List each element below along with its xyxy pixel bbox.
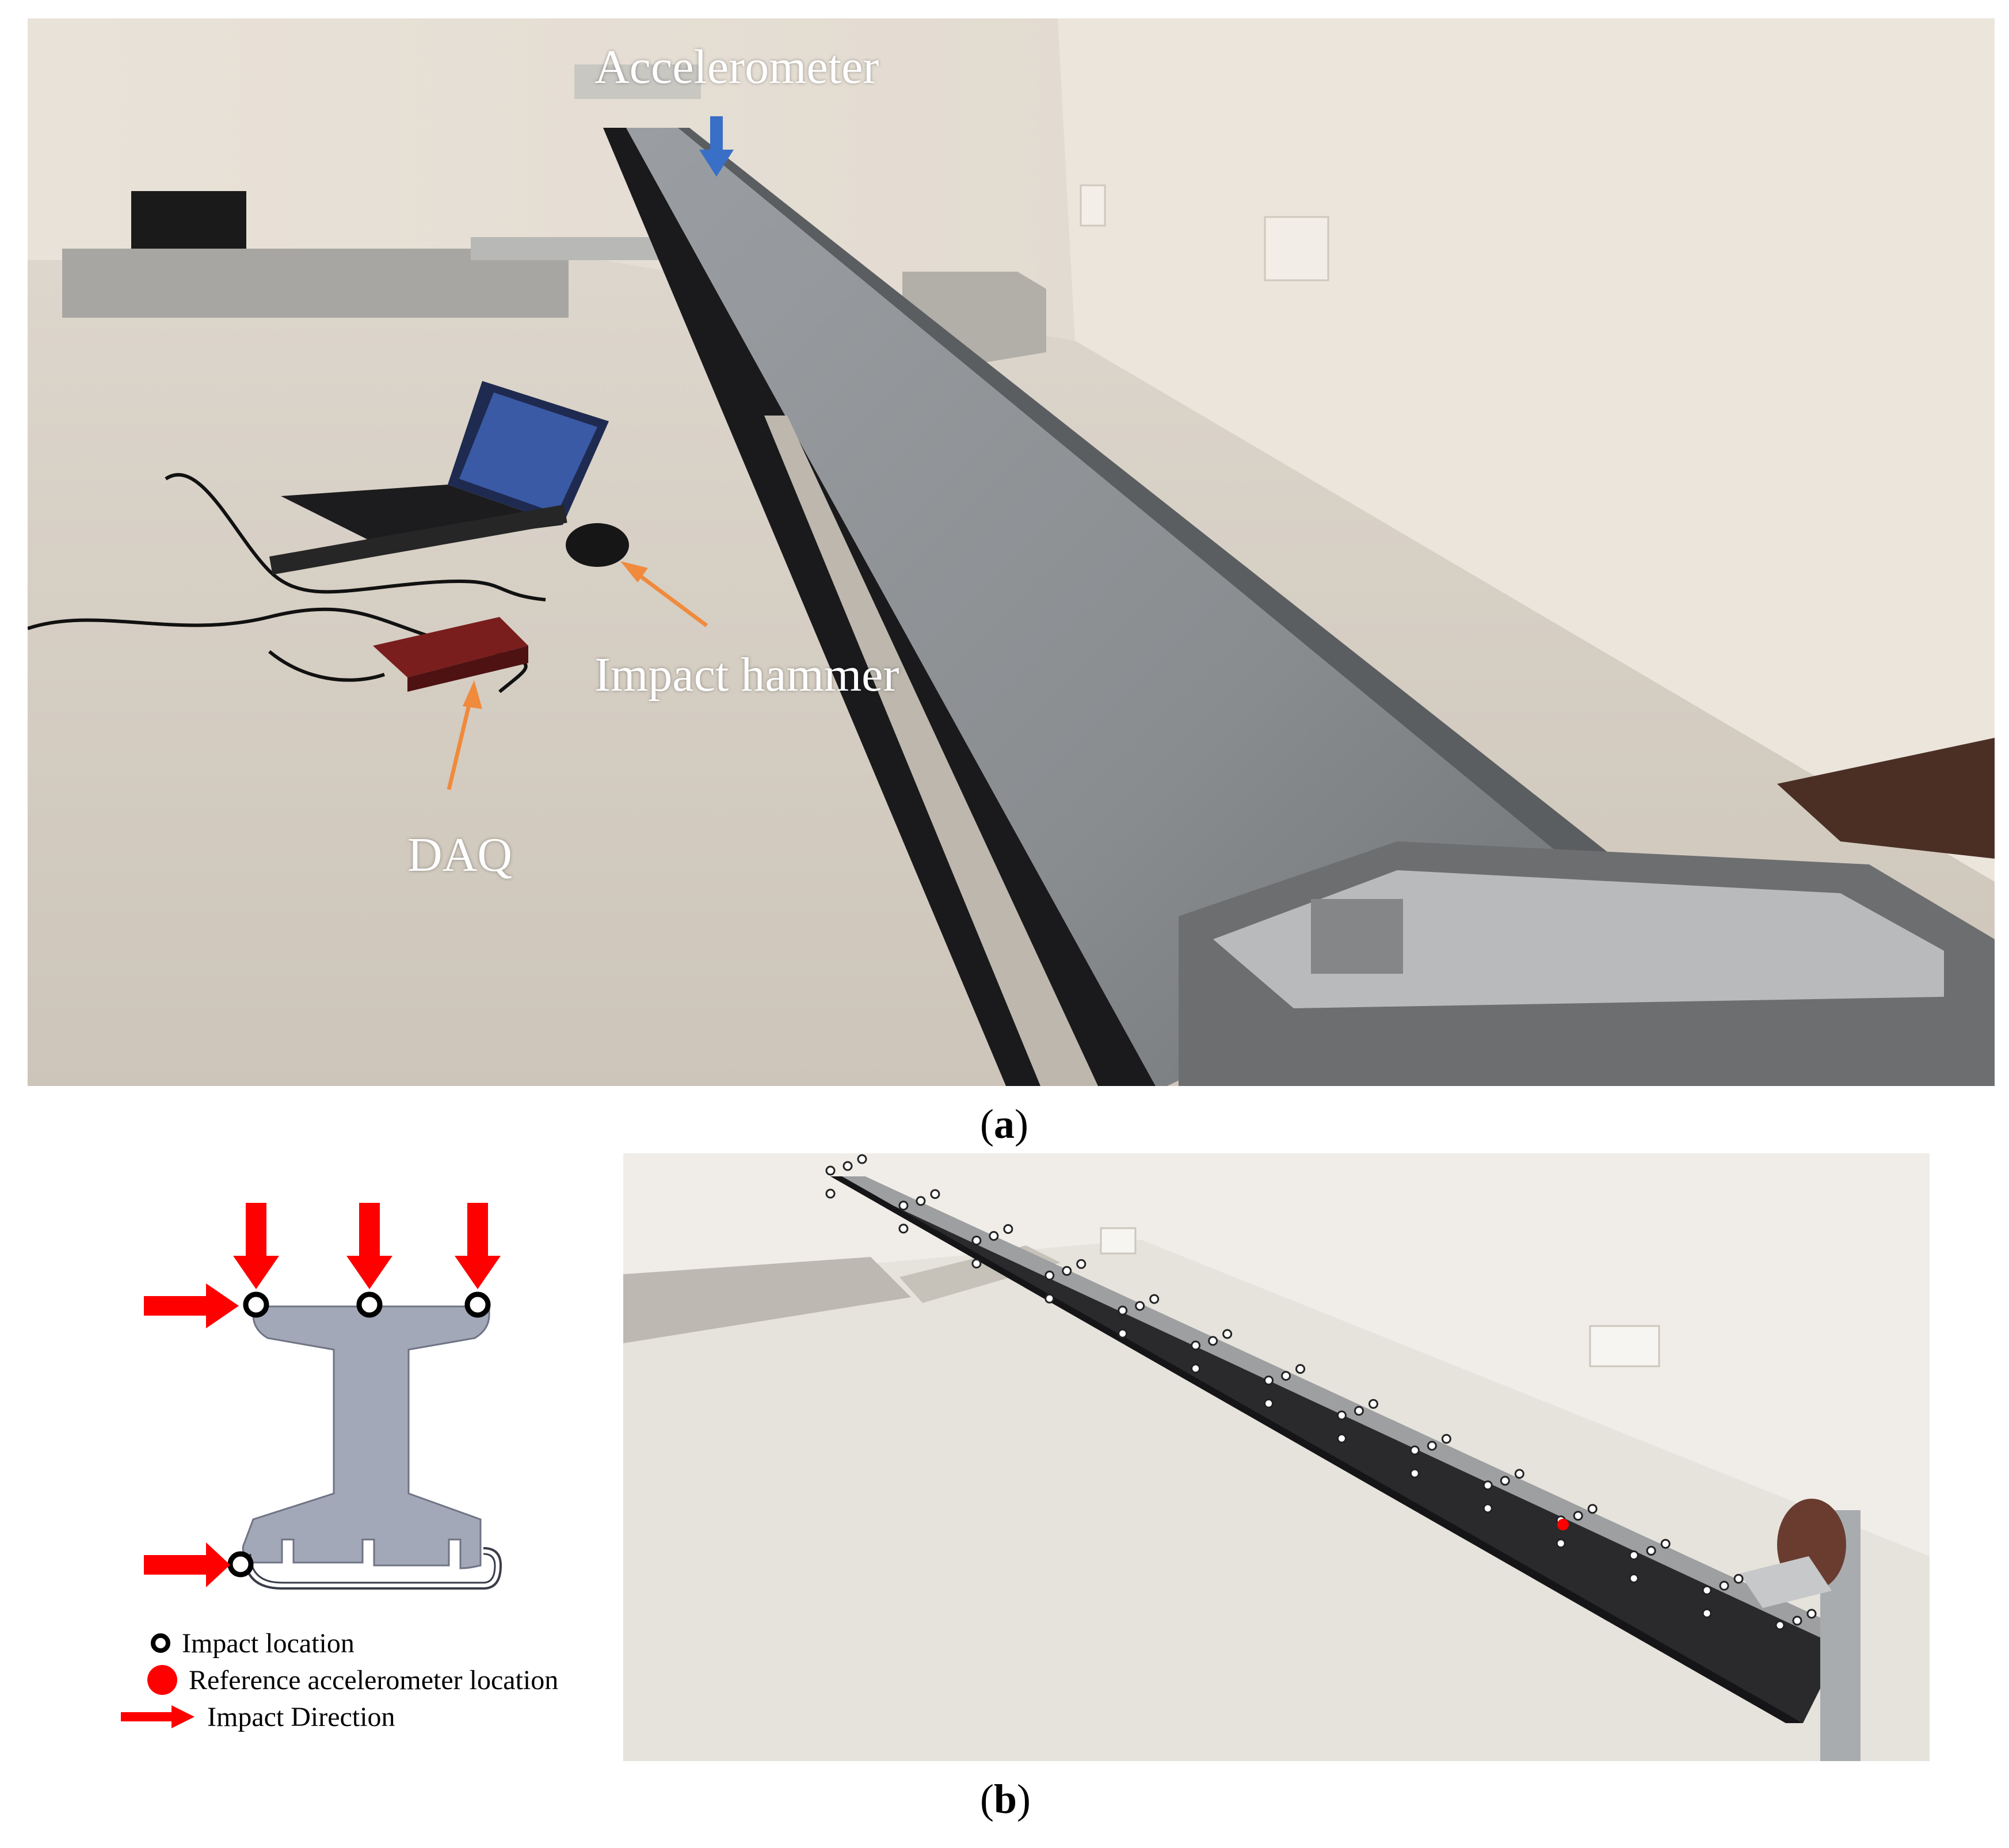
measurement-point	[1044, 1270, 1055, 1281]
measurement-point	[1044, 1293, 1055, 1304]
caption-a-letter: a	[993, 1101, 1015, 1147]
rail-profile-diagram	[115, 1186, 552, 1600]
measurement-point	[1775, 1620, 1785, 1630]
measurement-point	[1062, 1266, 1072, 1276]
measurement-point	[1733, 1573, 1744, 1584]
impact-location-marker	[227, 1551, 254, 1578]
measurement-point	[1264, 1375, 1274, 1386]
measurement-point	[1702, 1585, 1712, 1595]
measurement-point	[898, 1201, 909, 1211]
impact-hammer-label: Impact hammer	[594, 648, 899, 702]
measurement-point	[1135, 1301, 1145, 1311]
measurement-point	[1629, 1573, 1639, 1583]
measurement-point	[989, 1231, 999, 1241]
measurement-point	[1336, 1410, 1347, 1420]
impact-location-marker	[464, 1291, 491, 1318]
reference-dot-icon	[147, 1665, 177, 1695]
measurement-point	[1191, 1340, 1201, 1351]
measurement-point	[857, 1154, 867, 1164]
measurement-point	[1281, 1371, 1291, 1381]
impact-direction-arrows	[144, 1203, 501, 1587]
legend-label: Impact location	[182, 1628, 354, 1659]
measurement-point	[1368, 1399, 1378, 1409]
measurement-point	[1409, 1468, 1420, 1479]
measurement-point	[930, 1189, 940, 1199]
impact-hammer-arrow	[620, 561, 708, 627]
accelerometer-label: Accelerometer	[594, 40, 879, 94]
measurement-point	[1118, 1305, 1128, 1316]
daq-label: DAQ	[407, 828, 512, 882]
measurement-point	[1482, 1480, 1493, 1491]
measurement-point	[1806, 1609, 1817, 1619]
measurement-point	[971, 1236, 982, 1246]
measurement-point	[1076, 1259, 1087, 1269]
impact-location-marker	[243, 1291, 269, 1318]
legend-label: Reference accelerometer location	[189, 1664, 559, 1695]
measurement-point	[1587, 1504, 1598, 1514]
reference-accelerometer-dot	[1557, 1519, 1569, 1530]
measurement-point	[1336, 1433, 1347, 1443]
measurement-point	[1646, 1545, 1656, 1556]
measurement-point	[1514, 1469, 1524, 1479]
measurement-point	[1629, 1550, 1639, 1560]
measurement-point	[1660, 1538, 1671, 1549]
measurement-point	[1222, 1329, 1233, 1339]
measurement-point	[1409, 1445, 1420, 1455]
photo-panel-b	[623, 1153, 1930, 1761]
measurement-point	[1482, 1503, 1493, 1514]
accelerometer-arrow	[699, 116, 734, 177]
rail-test-setup-photo	[28, 18, 1995, 1086]
measurement-point	[1792, 1615, 1802, 1626]
measurement-point	[1003, 1224, 1013, 1234]
measurement-point	[1556, 1538, 1566, 1549]
measurement-point	[1427, 1441, 1437, 1451]
measurement-point	[843, 1161, 853, 1171]
legend-item-impact-location: Impact location	[121, 1626, 354, 1660]
daq-arrow	[447, 680, 482, 790]
caption-b: (b)	[980, 1776, 1031, 1822]
measurement-point	[898, 1224, 909, 1234]
measurement-point	[1500, 1476, 1510, 1486]
measurement-point	[1118, 1328, 1128, 1339]
measurement-point	[1295, 1364, 1306, 1374]
legend: Impact location Reference accelerometer …	[121, 1626, 639, 1752]
rail-profile-shape	[242, 1305, 490, 1569]
rail-cross-section	[144, 1203, 502, 1590]
measurement-points	[825, 1154, 1817, 1630]
red-arrow-icon	[121, 1705, 195, 1728]
measurement-point	[1573, 1511, 1583, 1521]
caption-a: (a)	[980, 1101, 1028, 1147]
measurement-point	[1702, 1608, 1712, 1618]
impact-location-icon	[151, 1633, 170, 1653]
measurement-point	[916, 1196, 926, 1206]
legend-item-impact-direction: Impact Direction	[121, 1700, 395, 1734]
measurement-point	[1719, 1580, 1729, 1591]
photo-panel-a: Accelerometer Impact hammer DAQ	[28, 18, 1995, 1086]
measurement-point	[1208, 1336, 1218, 1346]
measurement-point	[1354, 1405, 1364, 1416]
measurement-point	[1264, 1399, 1274, 1409]
measurement-point	[1441, 1434, 1451, 1444]
measurement-point	[825, 1188, 836, 1199]
legend-label: Impact Direction	[207, 1701, 395, 1732]
measurement-point	[825, 1165, 836, 1176]
caption-b-letter: b	[993, 1776, 1017, 1822]
measurement-point	[1149, 1294, 1160, 1304]
rail-measurement-points-photo	[623, 1153, 1930, 1761]
measurement-point	[1191, 1363, 1201, 1374]
impact-location-marker	[356, 1291, 383, 1318]
measurement-point	[971, 1259, 982, 1269]
legend-item-reference-accelerometer: Reference accelerometer location	[121, 1663, 558, 1697]
